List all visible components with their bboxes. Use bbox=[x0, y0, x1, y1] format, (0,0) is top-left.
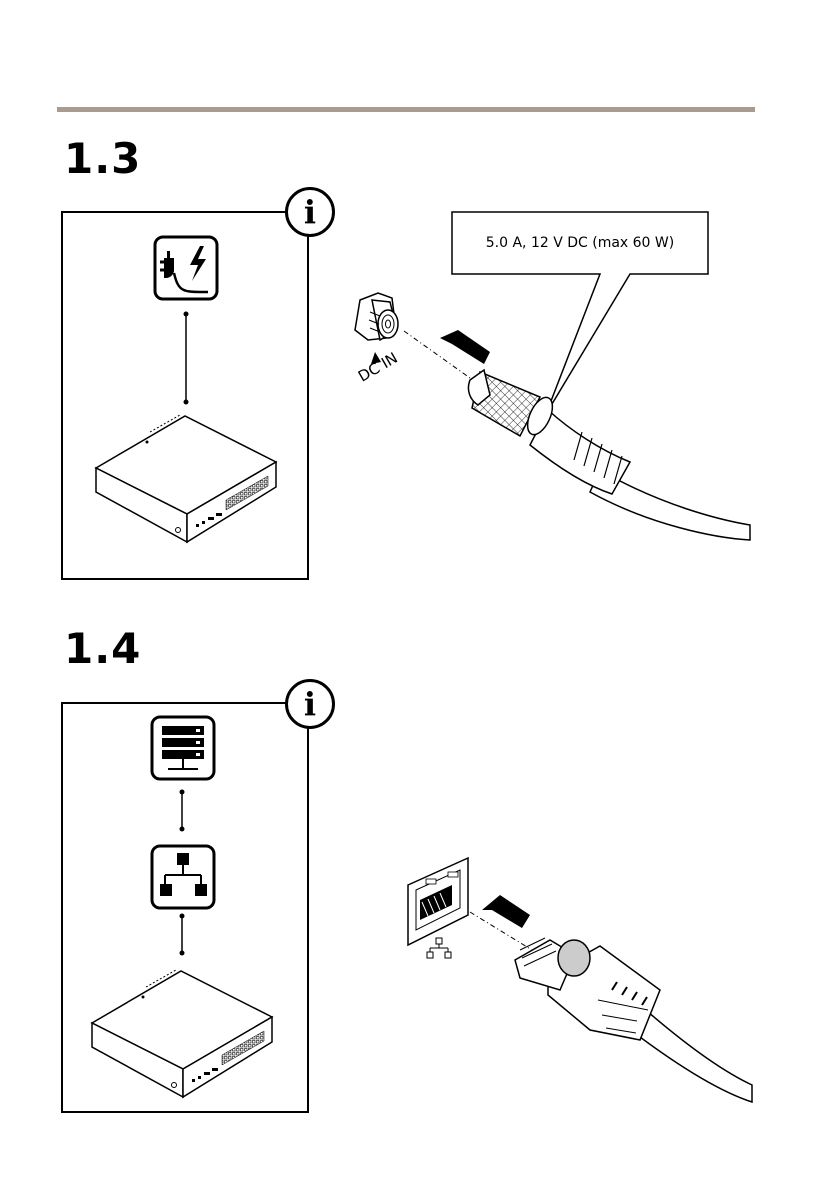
power-plug-icon bbox=[155, 237, 217, 299]
server-icon bbox=[152, 717, 214, 779]
ethernet-plug-cable bbox=[515, 938, 752, 1102]
device-icon bbox=[96, 415, 276, 542]
dc-plug-cable bbox=[468, 370, 750, 540]
device-icon bbox=[92, 970, 272, 1097]
power-spec-callout: 5.0 A, 12 V DC (max 60 W) bbox=[452, 212, 708, 274]
insert-arrow bbox=[482, 895, 530, 928]
ethernet-port bbox=[408, 858, 468, 958]
network-icon bbox=[152, 846, 214, 908]
insert-arrow bbox=[440, 330, 490, 364]
